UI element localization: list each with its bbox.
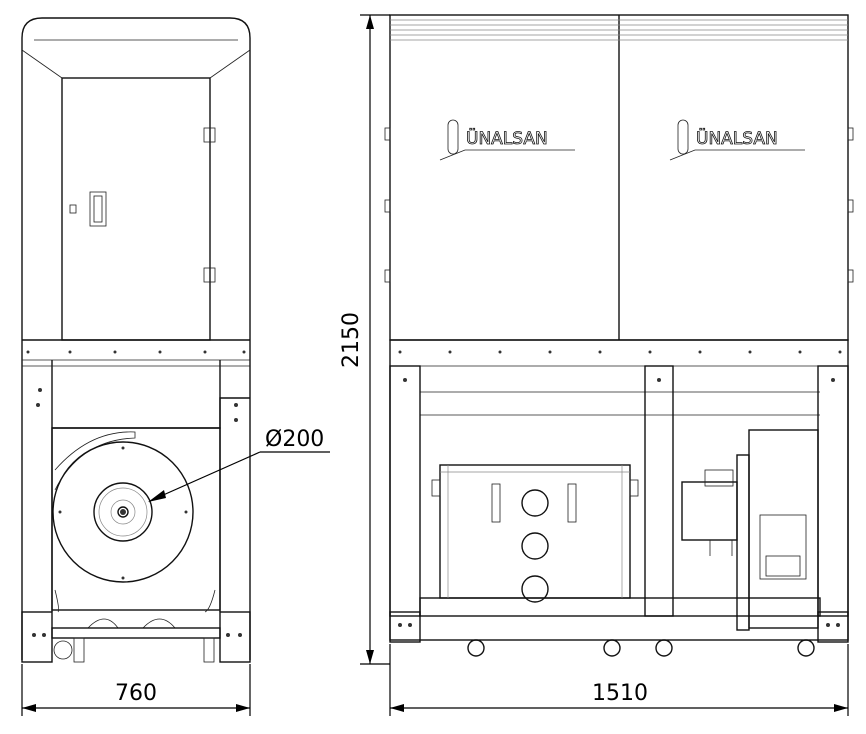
hinge-icon: [203, 127, 216, 143]
caster-wheel-icon: [73, 637, 85, 663]
brand-logo: ÜNALSAN: [669, 119, 805, 161]
front-width-label: 760: [115, 681, 157, 706]
drawer-handle-icon: [567, 483, 577, 523]
front-door-panel: [61, 77, 211, 341]
drawer-handle-icon: [491, 483, 501, 523]
front-hood-outline: [21, 17, 251, 660]
outlet-diameter-label: Ø200: [265, 427, 324, 452]
caster-wheel-icon: [203, 637, 215, 663]
svg-text:ÜNALSAN: ÜNALSAN: [696, 127, 778, 149]
fan-housing: [51, 427, 221, 611]
height-label: 2150: [339, 312, 364, 368]
door-lock-icon: [69, 204, 77, 214]
logo-mark-icon: [447, 119, 459, 155]
leader-arrow-icon: [148, 490, 166, 502]
svg-text:ÜNALSAN: ÜNALSAN: [466, 127, 548, 149]
front-view: Ø200: [21, 17, 330, 663]
hinge-icon: [203, 267, 216, 283]
dust-drawer: [439, 464, 631, 599]
caster-wheel-icon: [467, 639, 815, 657]
side-width-label: 1510: [592, 681, 648, 706]
door-handle-icon: [89, 191, 107, 227]
logo-mark-icon: [677, 119, 689, 155]
fan-volute: [52, 441, 194, 583]
brand-logo: ÜNALSAN: [439, 119, 575, 161]
caster-wheel-icon: [53, 640, 73, 660]
side-view: ÜNALSAN ÜNALSAN: [384, 14, 854, 657]
base-frame: [389, 339, 849, 641]
motor: [681, 481, 738, 541]
motor-plate: [759, 514, 807, 580]
fan-housing-side: [748, 429, 819, 629]
dimension-lines: 760 1510 2150: [21, 14, 849, 716]
terminal-box: [704, 469, 734, 487]
outlet-flange: [93, 482, 153, 542]
